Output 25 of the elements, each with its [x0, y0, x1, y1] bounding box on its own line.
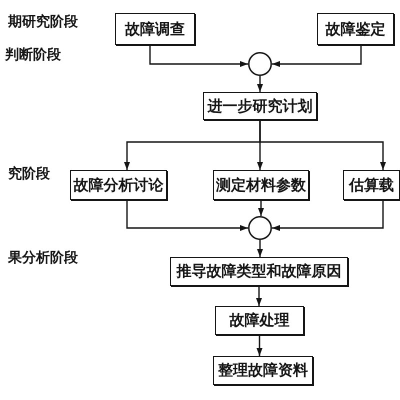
stage-label: 究阶段	[8, 166, 50, 182]
process-box: 估算载	[343, 170, 400, 200]
stage-label: 期研究阶段	[8, 14, 78, 30]
arrow	[256, 335, 262, 356]
process-box: 整理故障资料	[213, 356, 313, 385]
process-box: 测定材料参数	[213, 170, 309, 200]
arrow	[272, 200, 384, 231]
junction-circle	[248, 216, 272, 240]
stage-label: 果分析阶段	[8, 250, 78, 266]
junction-circle	[248, 52, 272, 76]
arrow	[149, 45, 248, 67]
stage-label: 判断阶段	[5, 47, 61, 63]
process-box: 故障处理	[215, 306, 304, 335]
arrow	[259, 120, 386, 170]
arrow	[256, 286, 262, 306]
process-box: 故障鉴定	[317, 13, 394, 45]
arrow	[258, 200, 264, 216]
process-box: 故障调查	[115, 13, 195, 45]
process-box: 故障分析讨论	[70, 170, 167, 200]
arrow	[272, 45, 362, 67]
arrow	[257, 76, 263, 92]
arrow	[257, 240, 263, 257]
process-box: 进一步研究计划	[203, 92, 317, 120]
process-box: 推导故障类型和故障原因	[170, 257, 348, 286]
arrow	[126, 200, 248, 231]
